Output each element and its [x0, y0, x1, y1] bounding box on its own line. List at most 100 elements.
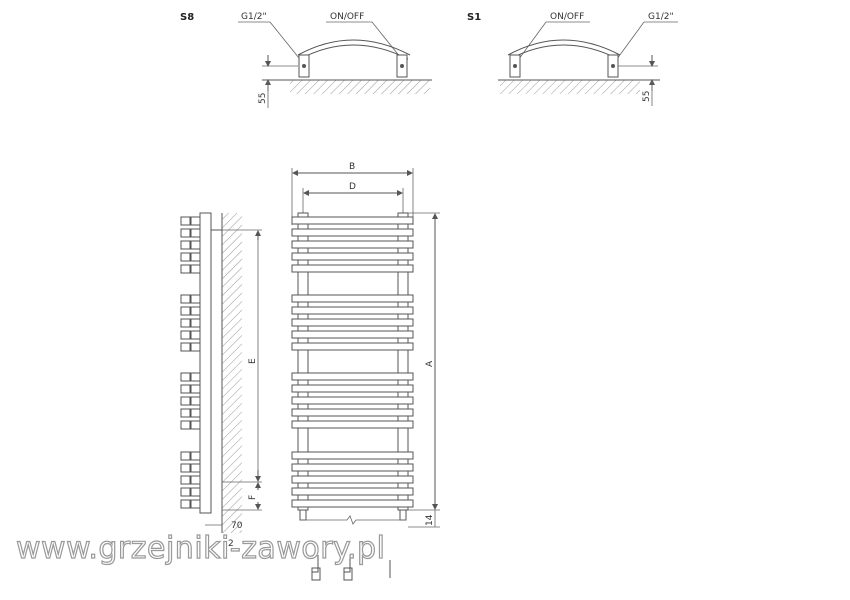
front-towel-bar [291, 294, 414, 303]
s1-dim-55: 55 [642, 91, 652, 102]
left-fitting-icon [311, 555, 321, 581]
s8-right-valve [400, 64, 404, 68]
front-floor-break [300, 515, 406, 525]
s8-thread-label: G1/2" [241, 12, 267, 22]
front-left-valve [299, 509, 307, 521]
side-towel-bar-outer [180, 252, 191, 262]
side-bars-group [180, 216, 201, 509]
side-towel-bar-outer [180, 499, 191, 509]
side-towel-bar-outer [180, 451, 191, 461]
front-towel-bar [291, 216, 414, 225]
side-towel-bar-outer [180, 216, 191, 226]
s1-arc-inner [509, 44, 619, 60]
side-towel-bar-inner [190, 384, 201, 394]
front-dim-a-label: A [425, 360, 435, 367]
front-towel-bar [291, 499, 414, 508]
front-towel-bar [291, 228, 414, 237]
s1-wall-hatch [500, 80, 640, 94]
side-towel-bar-outer [180, 475, 191, 485]
side-towel-bar-outer [180, 487, 191, 497]
side-towel-bar-outer [180, 264, 191, 274]
front-towel-bar [291, 342, 414, 351]
front-towel-bar [291, 487, 414, 496]
side-towel-bar-outer [180, 408, 191, 418]
s1-title: S1 [467, 12, 481, 23]
side-towel-bar-outer [180, 306, 191, 316]
s1-thread-label: G1/2" [648, 12, 674, 22]
side-towel-bar-outer [180, 463, 191, 473]
side-towel-bar-outer [180, 372, 191, 382]
s8-dim-55: 55 [258, 93, 268, 104]
front-towel-bar [291, 408, 414, 417]
side-towel-bar-outer [180, 420, 191, 430]
s1-valve-leader [515, 21, 547, 64]
s8-arc-outer [297, 39, 411, 56]
side-vertical-pipe [199, 212, 212, 514]
front-towel-bar [291, 252, 414, 261]
side-towel-bar-inner [190, 216, 201, 226]
side-towel-bar-inner [190, 252, 201, 262]
front-towel-bar [291, 475, 414, 484]
front-dim-d-label: D [349, 182, 356, 192]
s1-valve-label: ON/OFF [550, 12, 584, 22]
side-towel-bar-inner [190, 342, 201, 352]
side-view: E F 70 2 [180, 212, 262, 549]
side-towel-bar-outer [180, 330, 191, 340]
side-towel-bar-outer [180, 228, 191, 238]
side-towel-bar-outer [180, 318, 191, 328]
front-towel-bar [291, 372, 414, 381]
bottom-fittings [311, 555, 391, 581]
front-right-valve [399, 509, 407, 521]
side-towel-bar-inner [190, 240, 201, 250]
side-towel-bar-inner [190, 499, 201, 509]
front-towel-bar [291, 264, 414, 273]
side-wall-hatch [222, 213, 242, 533]
side-towel-bar-outer [180, 342, 191, 352]
side-towel-bar-inner [190, 487, 201, 497]
s8-title: S8 [180, 12, 194, 23]
side-dim-f-label: F [248, 495, 258, 500]
front-towel-bar [291, 463, 414, 472]
s1-right-valve [611, 64, 615, 68]
front-towel-bar [291, 318, 414, 327]
watermark-text: www.grzejniki-zawory.pl [16, 531, 385, 566]
side-towel-bar-inner [190, 330, 201, 340]
side-towel-bar-outer [180, 294, 191, 304]
side-towel-bar-inner [190, 372, 201, 382]
side-towel-bar-inner [190, 294, 201, 304]
front-towel-bar [291, 240, 414, 249]
side-towel-bar-inner [190, 264, 201, 274]
front-towel-bar [291, 306, 414, 315]
top-view-s8: S8 G1/2" ON/OFF 55 [180, 12, 432, 108]
s8-arc-inner [299, 44, 409, 60]
side-towel-bar-inner [190, 408, 201, 418]
s8-left-valve [302, 64, 306, 68]
front-dim-b-label: B [349, 162, 355, 172]
side-dim-e-label: E [248, 358, 258, 364]
s8-valve-label: ON/OFF [330, 12, 364, 22]
side-dim-70-label: 70 [231, 521, 243, 531]
front-dim-14-label: 14 [425, 514, 435, 526]
side-towel-bar-outer [180, 384, 191, 394]
front-towel-bar [291, 396, 414, 405]
side-towel-bar-inner [190, 463, 201, 473]
front-towel-bar [291, 451, 414, 460]
front-towel-bar [291, 420, 414, 429]
s1-left-valve [513, 64, 517, 68]
side-towel-bar-inner [190, 306, 201, 316]
side-towel-bar-outer [180, 240, 191, 250]
front-towel-bar [291, 384, 414, 393]
side-towel-bar-inner [190, 318, 201, 328]
side-towel-bar-inner [190, 451, 201, 461]
side-towel-bar-inner [190, 228, 201, 238]
side-towel-bar-inner [190, 396, 201, 406]
front-towel-bar [291, 330, 414, 339]
side-dim-2-label: 2 [228, 539, 234, 549]
s1-arc-outer [507, 39, 621, 56]
side-towel-bar-outer [180, 396, 191, 406]
side-towel-bar-inner [190, 475, 201, 485]
top-view-s1: S1 ON/OFF G1/2" 55 [467, 12, 678, 106]
s8-thread-leader [269, 21, 304, 64]
front-view: B D A 14 [291, 162, 440, 528]
